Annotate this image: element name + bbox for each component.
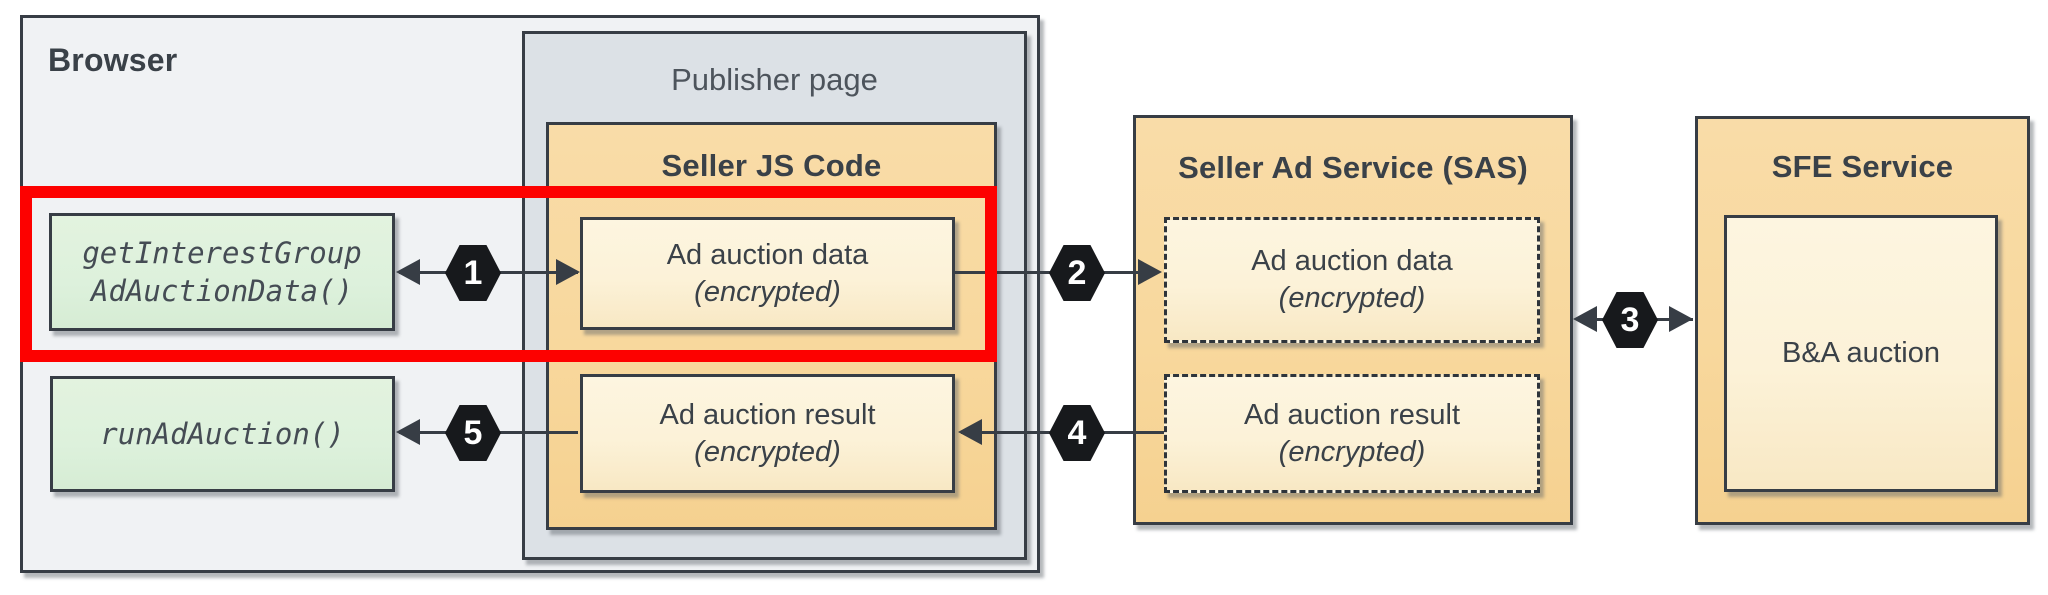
run-ad-auction-box: runAdAuction()	[50, 376, 395, 492]
arrow-4-arrowhead-icon	[958, 419, 982, 445]
step-3-number: 3	[1620, 300, 1640, 339]
arrow-5-arrowhead-icon	[396, 419, 420, 445]
sas-ad-auction-data-label: Ad auction data	[1251, 245, 1453, 277]
browser-label: Browser	[48, 42, 178, 78]
sas-ad-auction-data-encrypted-label: (encrypted)	[1278, 282, 1426, 314]
sas-ad-auction-result-box: Ad auction result (encrypted)	[1164, 374, 1540, 493]
ba-auction-label: B&A auction	[1782, 337, 1940, 369]
sas-ad-auction-result-encrypted-label: (encrypted)	[1278, 435, 1426, 468]
get-interest-group-box: getInterestGroup AdAuctionData()	[49, 213, 395, 331]
arrow-2-arrowhead-icon	[1138, 259, 1162, 285]
ad-auction-data-box: Ad auction data (encrypted)	[580, 217, 955, 330]
arrow-3-left-arrowhead-icon	[1573, 306, 1597, 332]
get-interest-group-line1: getInterestGroup	[82, 236, 362, 270]
seller-js-label: Seller JS Code	[661, 148, 882, 183]
ad-auction-result-label: Ad auction result	[659, 398, 876, 431]
step-3-badge: 3	[1602, 292, 1658, 348]
ad-auction-result-box: Ad auction result (encrypted)	[580, 374, 955, 493]
highlight-rectangle	[20, 186, 997, 362]
step-2-number: 2	[1067, 253, 1087, 292]
get-interest-group-line2: AdAuctionData()	[91, 274, 353, 308]
ad-auction-data-encrypted-label: (encrypted)	[694, 275, 841, 308]
ad-auction-data-label: Ad auction data	[666, 238, 869, 271]
step-4-badge: 4	[1049, 405, 1105, 461]
publisher-page-label: Publisher page	[671, 62, 878, 97]
sfe-label: SFE Service	[1771, 149, 1954, 184]
step-5-number: 5	[463, 413, 483, 452]
arrow-2-line	[955, 271, 1141, 274]
sas-ad-auction-data-box: Ad auction data (encrypted)	[1164, 217, 1540, 343]
sas-label: Seller Ad Service (SAS)	[1178, 150, 1528, 185]
step-1-number: 1	[463, 253, 483, 292]
arrow-1-right-arrowhead-icon	[556, 259, 580, 285]
ba-auction-box: B&A auction	[1724, 215, 1998, 492]
arrow-3-right-arrowhead-icon	[1669, 306, 1693, 332]
step-2-badge: 2	[1049, 245, 1105, 301]
ad-auction-result-encrypted-label: (encrypted)	[694, 435, 841, 468]
run-ad-auction-label: runAdAuction()	[100, 417, 345, 451]
sas-ad-auction-result-label: Ad auction result	[1243, 398, 1460, 431]
arrow-1-left-arrowhead-icon	[396, 259, 420, 285]
step-4-number: 4	[1067, 413, 1087, 452]
